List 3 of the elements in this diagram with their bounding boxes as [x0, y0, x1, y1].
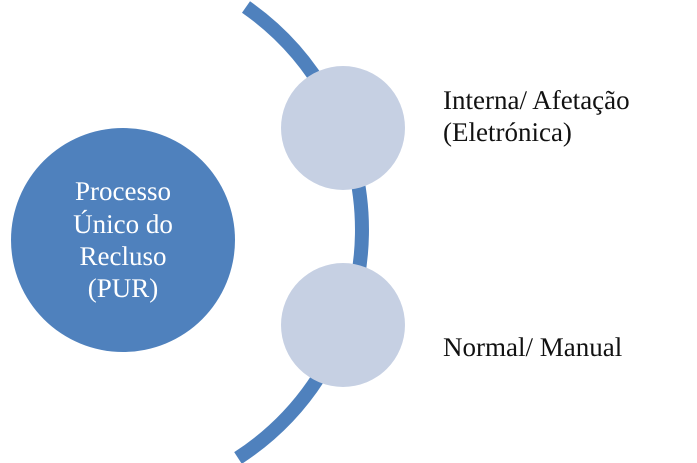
option-label: Interna/ Afetação (Eletrónica)	[443, 84, 631, 149]
option-label: Normal/ Manual	[443, 331, 624, 364]
circle-label: Processo Único do Recluso (PUR)	[72, 175, 174, 305]
